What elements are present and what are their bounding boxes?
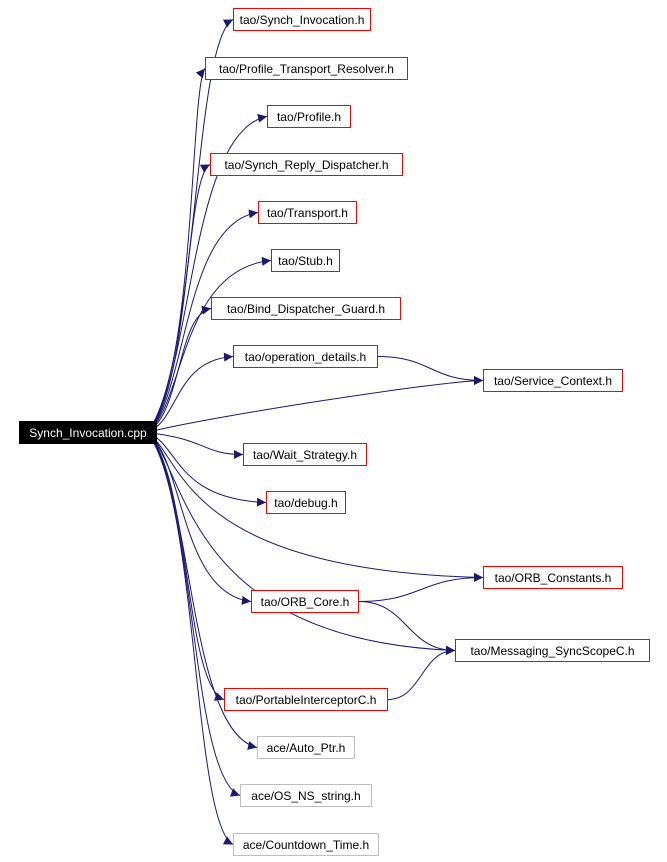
edge-root-to-service_context [146, 376, 484, 433]
edge-orb_core-to-messaging_syncscope [358, 601, 456, 655]
node-messaging-syncscopec-h[interactable]: tao/Messaging_SyncScopeC.h [455, 639, 650, 662]
edge-orb_core-to-orb_constants [358, 573, 484, 602]
edge-root-to-portable_interceptor [146, 432, 225, 701]
node-orb-core-h[interactable]: tao/ORB_Core.h [251, 590, 359, 613]
edge-root-to-transport [146, 209, 259, 433]
node-auto-ptr-h: ace/Auto_Ptr.h [257, 736, 355, 759]
edge-root-to-synch_reply_dispatcher [146, 164, 211, 433]
edge-root-to-orb_constants [146, 432, 484, 582]
edge-root-to-profile [146, 113, 268, 433]
edge-root-to-operation_details [146, 352, 234, 433]
node-orb-constants-h[interactable]: tao/ORB_Constants.h [483, 566, 623, 589]
node-profile-h[interactable]: tao/Profile.h [267, 105, 351, 128]
edge-root-to-messaging_syncscope [146, 432, 456, 655]
edge-operation_details-to-service_context [377, 356, 484, 385]
edge-root-to-auto_ptr [146, 432, 258, 750]
edge-root-to-orb_core [146, 432, 252, 605]
edge-root-to-synch_inv_h [146, 19, 234, 433]
edge-root-to-profile_transport_resolver [146, 68, 206, 433]
node-bind-dispatcher-guard-h[interactable]: tao/Bind_Dispatcher_Guard.h [211, 297, 401, 320]
node-wait-strategy-h[interactable]: tao/Wait_Strategy.h [243, 443, 367, 466]
node-stub-h[interactable]: tao/Stub.h [271, 249, 340, 272]
node-debug-h[interactable]: tao/debug.h [266, 491, 346, 514]
node-portableinterceptorc-h[interactable]: tao/PortableInterceptorC.h [224, 688, 388, 711]
node-operation-details-h[interactable]: tao/operation_details.h [233, 345, 378, 368]
node-countdown-time-h: ace/Countdown_Time.h [233, 833, 379, 856]
node-synch-reply-dispatcher-h[interactable]: tao/Synch_Reply_Dispatcher.h [210, 153, 403, 176]
edge-portable_interceptor-to-messaging_syncscope [387, 646, 456, 700]
node-root: Synch_Invocation.cpp [19, 421, 157, 444]
edge-root-to-wait_strategy [146, 432, 244, 459]
node-os-ns-string-h: ace/OS_NS_string.h [240, 784, 372, 807]
node-synch-invocation-h[interactable]: tao/Synch_Invocation.h [233, 8, 371, 31]
edge-root-to-bind_dispatcher_guard [146, 305, 212, 433]
node-transport-h[interactable]: tao/Transport.h [258, 201, 357, 224]
node-profile-transport-resolver-h[interactable]: tao/Profile_Transport_Resolver.h [205, 57, 408, 80]
edge-root-to-os_ns_string [146, 432, 241, 797]
edge-root-to-stub [146, 256, 272, 433]
node-service-context-h[interactable]: tao/Service_Context.h [483, 369, 623, 392]
edge-root-to-countdown_time [146, 432, 234, 845]
